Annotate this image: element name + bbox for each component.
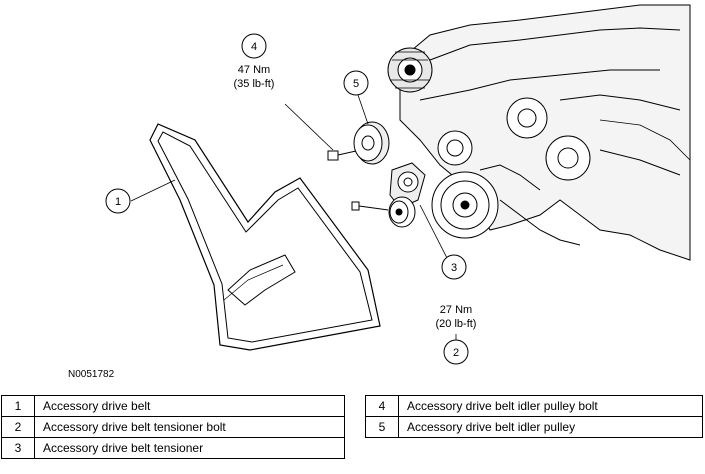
- accessory-drive-belt: [149, 123, 381, 351]
- legend-description: Accessory drive belt tensioner bolt: [34, 416, 345, 438]
- legend-table-right: 4 Accessory drive belt idler pulley bolt…: [365, 395, 703, 438]
- legend-row: 1 Accessory drive belt: [1, 395, 345, 417]
- crank-side-pulley: [437, 130, 473, 166]
- legend-number: 2: [1, 416, 35, 438]
- legend-description: Accessory drive belt tensioner: [34, 437, 345, 459]
- callout-2: 27 Nm (20 lb-ft) 2: [436, 304, 477, 365]
- svg-text:5: 5: [353, 78, 359, 90]
- legend-number: 4: [365, 395, 399, 417]
- legend-row: 3 Accessory drive belt tensioner: [1, 437, 345, 459]
- svg-text:(20 lb-ft): (20 lb-ft): [436, 318, 477, 330]
- leader-lines: [130, 94, 457, 340]
- belt-tensioner: [388, 162, 426, 228]
- legend-description: Accessory drive belt idler pulley: [398, 416, 703, 438]
- water-pump-pulley: [506, 97, 548, 139]
- legend-row: 4 Accessory drive belt idler pulley bolt: [365, 395, 703, 417]
- legend-number: 3: [1, 437, 35, 459]
- svg-text:27 Nm: 27 Nm: [440, 304, 472, 316]
- power-steering-pulley: [545, 135, 591, 181]
- figure-id: N0051782: [68, 369, 115, 380]
- tensioner-bolt: [351, 201, 389, 211]
- svg-text:47 Nm: 47 Nm: [238, 64, 270, 76]
- svg-text:1: 1: [115, 196, 121, 208]
- legend-row: 5 Accessory drive belt idler pulley: [365, 416, 703, 438]
- legend-number: 1: [1, 395, 35, 417]
- legend-description: Accessory drive belt: [34, 395, 345, 417]
- svg-text:(35 lb-ft): (35 lb-ft): [234, 78, 275, 90]
- callout-4: 4 47 Nm (35 lb-ft): [234, 33, 275, 90]
- idler-pulley: [353, 121, 390, 165]
- legend-number: 5: [365, 416, 399, 438]
- callout-3: 3: [441, 254, 467, 280]
- svg-text:2: 2: [453, 347, 459, 359]
- callout-5: 5: [343, 70, 369, 96]
- callout-1: 1: [105, 188, 131, 214]
- svg-text:3: 3: [451, 262, 457, 274]
- legend-table-left: 1 Accessory drive belt 2 Accessory drive…: [1, 395, 345, 459]
- idler-pulley-bolt: [327, 150, 357, 161]
- engine-front-illustration: [387, 4, 691, 261]
- legend-description: Accessory drive belt idler pulley bolt: [398, 395, 703, 417]
- legend-row: 2 Accessory drive belt tensioner bolt: [1, 416, 345, 438]
- svg-text:4: 4: [251, 41, 257, 53]
